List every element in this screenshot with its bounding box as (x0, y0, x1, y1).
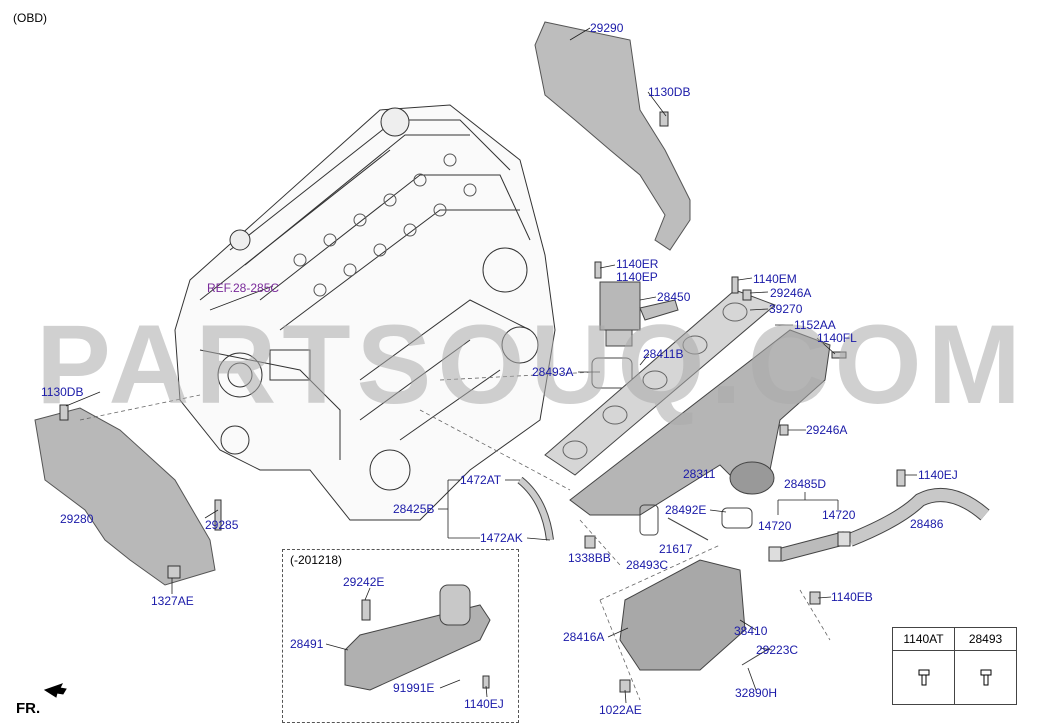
part-label[interactable]: 1327AE (151, 594, 194, 608)
legend-header-1140at[interactable]: 1140AT (903, 632, 944, 646)
part-label[interactable]: 28491 (290, 637, 324, 651)
part-label[interactable]: 91991E (393, 681, 435, 695)
part-label[interactable]: 1140EJ (918, 468, 958, 482)
part-label[interactable]: 29246A (806, 423, 848, 437)
part-label[interactable]: 32890H (735, 686, 778, 700)
part-label[interactable]: 1130DB (41, 385, 84, 399)
part-label[interactable]: 29290 (590, 21, 624, 35)
part-label[interactable]: 28485D (784, 477, 827, 491)
part-label[interactable]: 1472AK (480, 531, 523, 545)
part-label[interactable]: 1140EM (753, 272, 797, 286)
egr-valve (599, 281, 679, 347)
part-label[interactable]: 28486 (910, 517, 944, 531)
fastener-legend: 1140AT 28493 (892, 627, 1017, 705)
part-label[interactable]: 1140EJ (464, 697, 504, 711)
engine-block (174, 104, 556, 521)
part-label[interactable]: 29223C (756, 643, 799, 657)
part-label[interactable]: 38410 (734, 624, 768, 638)
manifold-gasket (544, 289, 776, 476)
heat-shield-upper (534, 21, 691, 251)
watermark: PARTSOUQ.COM (36, 302, 1027, 427)
part-label[interactable]: 1472AT (460, 473, 502, 487)
legend-bolt-icon (954, 651, 1016, 704)
part-label[interactable]: 1140EB (831, 590, 873, 604)
part-label[interactable]: 29280 (60, 512, 94, 526)
variant-header: (OBD) (13, 11, 47, 25)
part-label[interactable]: 1140ER (616, 257, 659, 271)
part-label[interactable]: 1338BB (568, 551, 611, 565)
front-indicator: FR. (16, 700, 41, 717)
egr-cooler-variant (344, 604, 491, 691)
part-label[interactable]: 21617 (659, 542, 693, 556)
front-arrow (43, 683, 67, 698)
variant-box (282, 549, 519, 723)
part-label[interactable]: 14720 (822, 508, 856, 522)
part-label[interactable]: 1130DB (648, 85, 691, 99)
part-label[interactable]: 1152AA (794, 318, 836, 332)
heat-shield-lower (34, 407, 216, 586)
gasket-28493a (591, 357, 633, 389)
part-label[interactable]: 14720 (758, 519, 792, 533)
part-label[interactable]: 28311 (683, 467, 716, 481)
reference-link[interactable]: REF.28-285C (207, 281, 280, 295)
part-label[interactable]: 1022AE (599, 703, 642, 717)
part-label[interactable]: 1140EP (616, 270, 658, 284)
part-label[interactable]: 28425B (393, 502, 435, 516)
part-label[interactable]: 39270 (769, 302, 803, 316)
egr-cooler (619, 559, 746, 671)
legend-bolt-icon (893, 651, 954, 704)
part-label[interactable]: 28416A (563, 630, 605, 644)
part-label[interactable]: 28493C (626, 558, 669, 572)
variant-box-label: (-201218) (290, 553, 343, 567)
part-label[interactable]: 29242E (343, 575, 385, 589)
legend-header-28493[interactable]: 28493 (954, 628, 1016, 650)
part-label[interactable]: 28450 (657, 290, 691, 304)
part-label[interactable]: 29285 (205, 518, 239, 532)
part-label[interactable]: 28493A (532, 365, 574, 379)
part-label[interactable]: 1140FL (817, 331, 857, 345)
part-label[interactable]: 28411B (643, 347, 684, 361)
part-label[interactable]: 29246A (770, 286, 812, 300)
part-label[interactable]: 28492E (665, 503, 707, 517)
